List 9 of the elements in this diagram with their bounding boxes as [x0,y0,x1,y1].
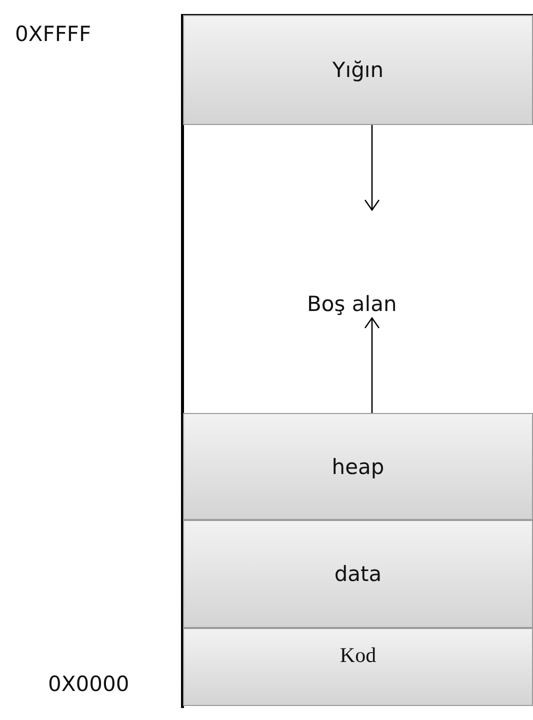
free-space-label: Boş alan [307,292,397,316]
address-label: 0XFFFF [15,22,92,46]
heap-segment: heap [183,413,533,520]
arrow [364,317,380,413]
arrow [364,125,380,211]
data-segment: data [183,520,533,628]
code-segment: Kod [183,628,533,706]
stack-segment: Yığın [183,15,533,125]
address-label: 0X0000 [48,672,130,696]
